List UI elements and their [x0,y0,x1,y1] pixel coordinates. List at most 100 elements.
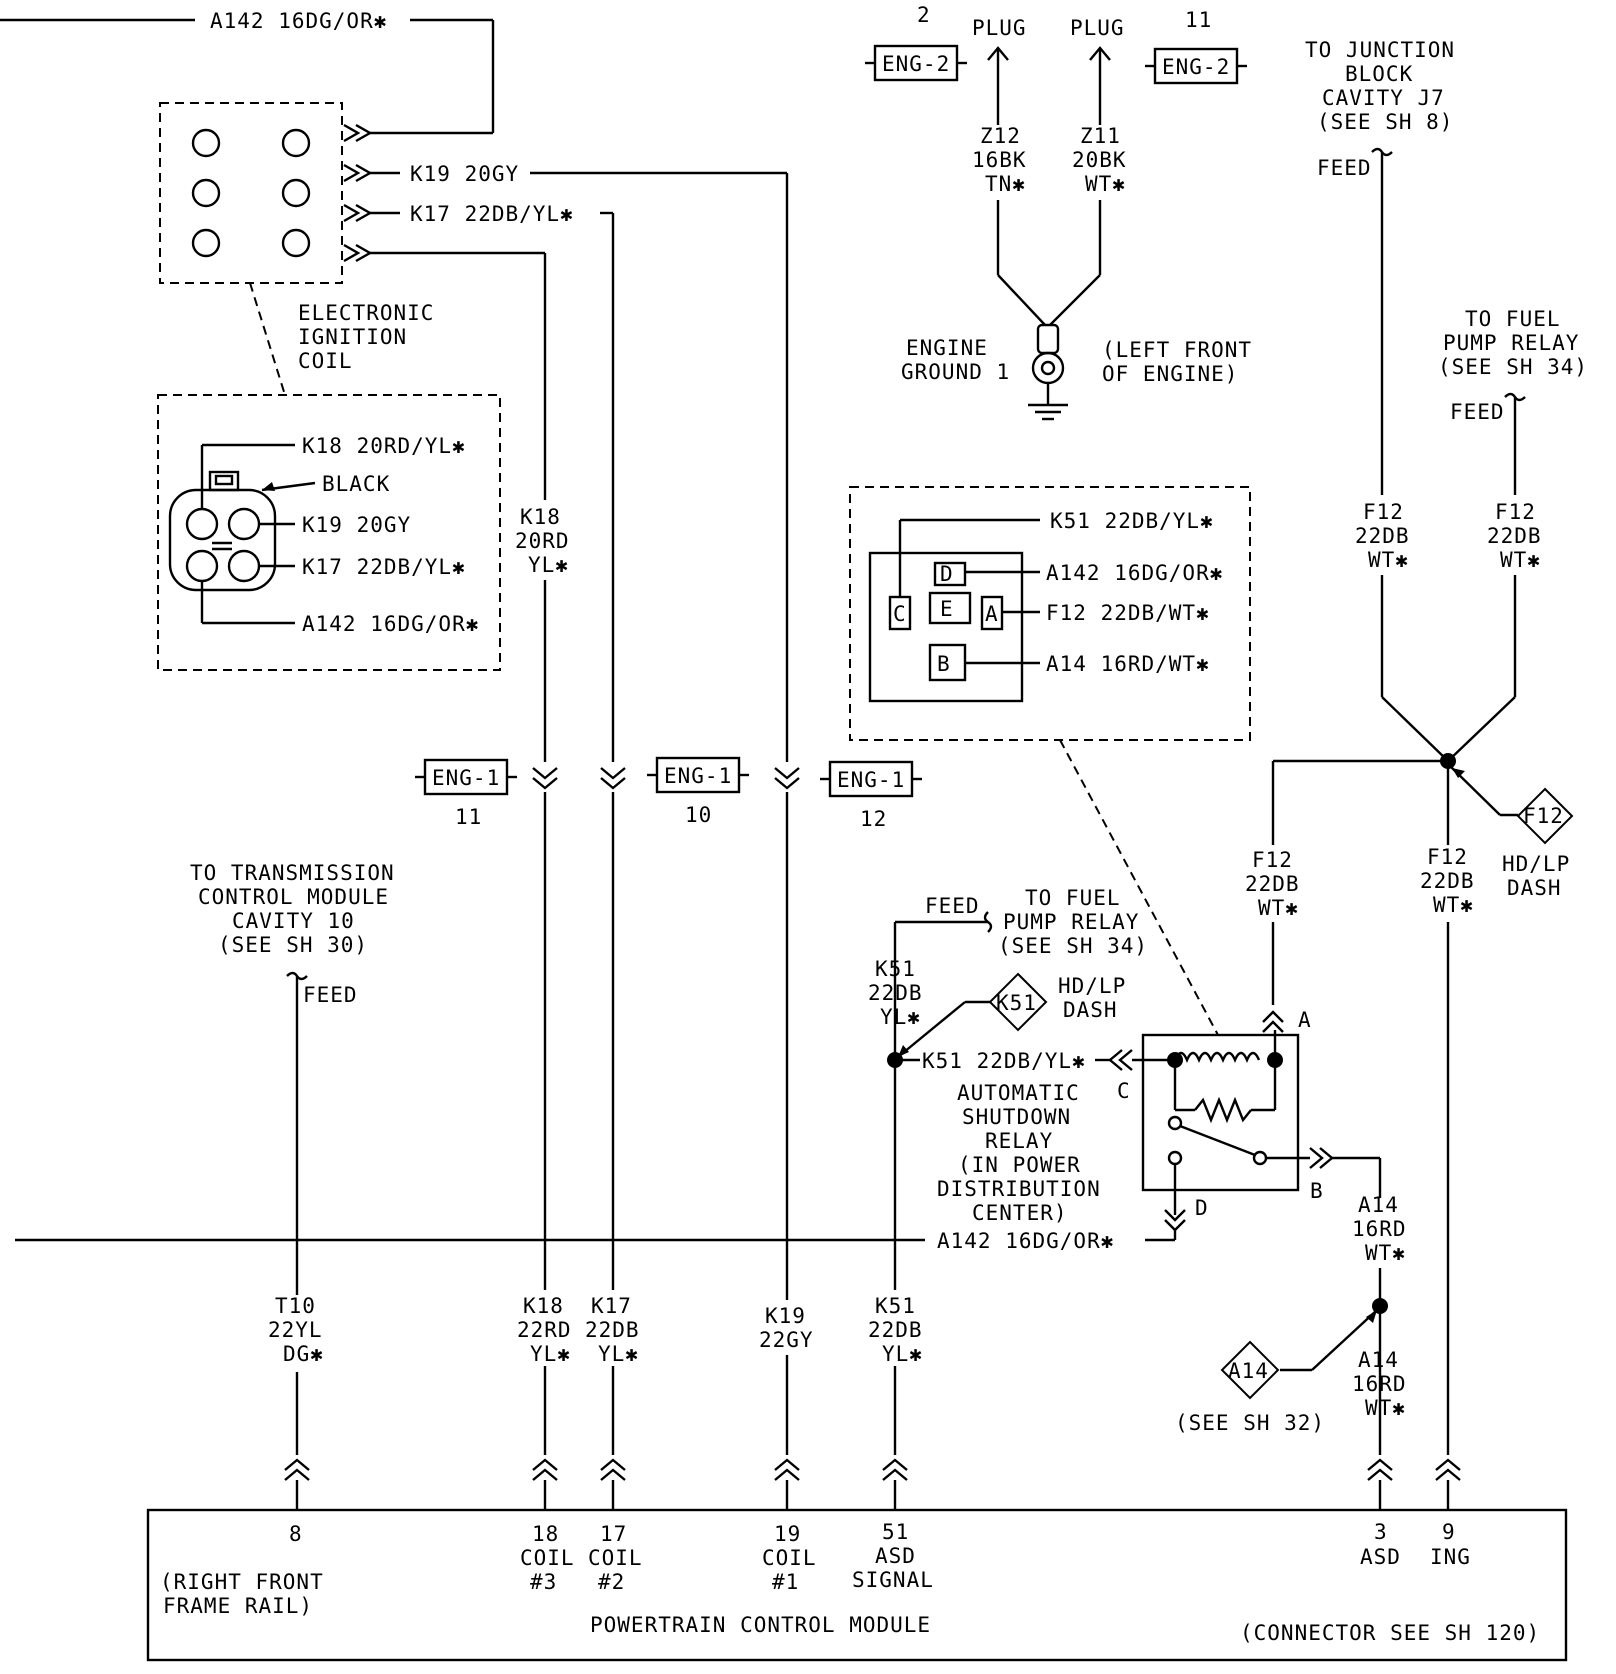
k19b-1: K19 [765,1304,806,1328]
fuel-relay-2: PUMP RELAY [1443,331,1579,355]
plug-a: PLUG [972,16,1027,40]
f12-b-2: 22DB [1487,524,1542,548]
engine-ground-section: 2 ENG-2 11 ENG-2 PLUG PLUG Z12 16BK TN✱ … [865,3,1251,421]
f12-c-2: 22DB [1245,872,1300,896]
z11-line1: Z11 [1080,124,1121,148]
a14-a-1: A14 [1358,1193,1399,1217]
coil-label-1: ELECTRONIC [298,301,434,325]
pcm-pin17-2: COIL [588,1546,643,1570]
asd-1: AUTOMATIC [957,1081,1080,1105]
see-sh32: (SEE SH 32) [1175,1411,1325,1435]
t10-1: T10 [275,1294,316,1318]
feed-tcm: FEED [303,983,358,1007]
pcm-connector-arrows [284,1458,1461,1510]
detail-k17: K17 22DB/YL✱ [302,555,466,579]
pcm-pin18-3: #3 [530,1570,557,1594]
k17b-1: K17 [591,1294,632,1318]
detail-a142: A142 16DG/OR✱ [302,612,479,636]
pcm-pin19-3: #1 [772,1570,799,1594]
junction-4: (SEE SH 8) [1317,110,1453,134]
z12-line2: 16BK [972,148,1027,172]
ground-loc-2: OF ENGINE) [1102,362,1238,386]
detail-relay-f12: F12 22DB/WT✱ [1046,601,1210,625]
detail-black: BLACK [322,472,390,496]
z12-line1: Z12 [980,124,1021,148]
pin-e: E [940,597,954,621]
k51b-3: YL✱ [882,1342,923,1366]
z12-line3: TN✱ [985,172,1026,196]
feed-junction: FEED [1317,156,1372,180]
pin-a: A [985,602,999,626]
a14-b-1: A14 [1358,1348,1399,1372]
k18b-2: 22RD [517,1318,572,1342]
tcm-2: CONTROL MODULE [198,885,389,909]
pin-c: C [893,602,907,626]
eng2-b-num: 11 [1185,8,1212,32]
k18-line2: 20RD [515,529,570,553]
eng1-c-label: ENG-1 [837,768,905,792]
a142-bottom-label: A142 16DG/OR✱ [937,1229,1114,1253]
k17-wire: K17 22DB/YL✱ [410,202,615,1455]
a142-top-label: A142 16DG/OR✱ [210,9,387,33]
fuel-relay-b2: PUMP RELAY [1003,910,1139,934]
f12-b-1: F12 [1495,500,1536,524]
a14-b-3: WT✱ [1365,1396,1406,1420]
ground-line1: ENGINE [906,336,988,360]
pin-d: D [940,562,954,586]
pcm-pin9-1: 9 [1442,1520,1456,1544]
asd-4: (IN POWER [958,1153,1081,1177]
f12-c-3: WT✱ [1258,896,1299,920]
tcm-4: (SEE SH 30) [218,933,368,957]
feed-k51: FEED [925,894,980,918]
pcm-pin17-3: #2 [598,1570,625,1594]
splice-k51-label: K51 [996,991,1037,1015]
ignition-coil-connector [159,102,545,284]
pcm-connector: (CONNECTOR SEE SH 120) [1240,1621,1540,1645]
splice-a14-label: A14 [1228,1359,1269,1383]
k18-line1: K18 [520,505,561,529]
k19b-2: 22GY [759,1328,814,1352]
pcm-pin19-1: 19 [774,1522,801,1546]
feed-fuel-top: FEED [1450,400,1505,424]
k18-wire: K18 20RD YL✱ [515,253,570,1455]
tcm-section: TO TRANSMISSION CONTROL MODULE CAVITY 10… [190,861,395,1455]
pcm-pin9-2: ING [1430,1545,1471,1569]
relay-connector-detail: C D E A B K51 22DB/YL✱ A142 16DG/OR✱ F12… [849,486,1251,741]
hdlp-2a: HD/LP [1058,974,1126,998]
detail-k19: K19 20GY [302,513,411,537]
pcm-pin19-2: COIL [762,1546,817,1570]
hdlp-1a: HD/LP [1502,852,1570,876]
tcm-1: TO TRANSMISSION [190,861,395,885]
junction-3: CAVITY J7 [1322,86,1445,110]
pcm-pin18-2: COIL [520,1546,575,1570]
detail-relay-k51: K51 22DB/YL✱ [1050,509,1214,533]
k51b-2: 22DB [868,1318,923,1342]
asd-2: SHUTDOWN [962,1105,1071,1129]
detail-relay-a14: A14 16RD/WT✱ [1046,652,1210,676]
k51-a-3: YL✱ [880,1005,921,1029]
pcm-pin8: 8 [289,1522,303,1546]
eng1-connectors: ENG-1 11 ENG-1 10 ENG-1 12 [415,756,922,831]
fuel-relay-1: TO FUEL [1465,307,1561,331]
f12-d-1: F12 [1427,845,1468,869]
f12-b-3: WT✱ [1500,548,1541,572]
pcm-location-1: (RIGHT FRONT [160,1570,324,1594]
k51-horiz-label: K51 22DB/YL✱ [922,1049,1086,1073]
pcm-pin3-1: 3 [1374,1520,1388,1544]
tcm-3: CAVITY 10 [232,909,355,933]
pcm-pin51-1: 51 [882,1520,909,1544]
fuel-relay-b1: TO FUEL [1025,886,1121,910]
f12-a-3: WT✱ [1368,548,1409,572]
asd-3: RELAY [985,1129,1053,1153]
f12-a-2: 22DB [1355,524,1410,548]
hdlp-1b: DASH [1507,876,1562,900]
a14-a-3: WT✱ [1365,1241,1406,1265]
bottom-wire-labels: K18 22RD YL✱ K17 22DB YL✱ K19 22GY K51 2… [515,1290,925,1366]
pcm-name: POWERTRAIN CONTROL MODULE [590,1613,931,1637]
eng1-a-label: ENG-1 [432,766,500,790]
k17b-2: 22DB [585,1318,640,1342]
plug-b: PLUG [1070,16,1125,40]
splice-f12-label: F12 [1523,804,1564,828]
fuel-relay-b3: (SEE SH 34) [998,934,1148,958]
